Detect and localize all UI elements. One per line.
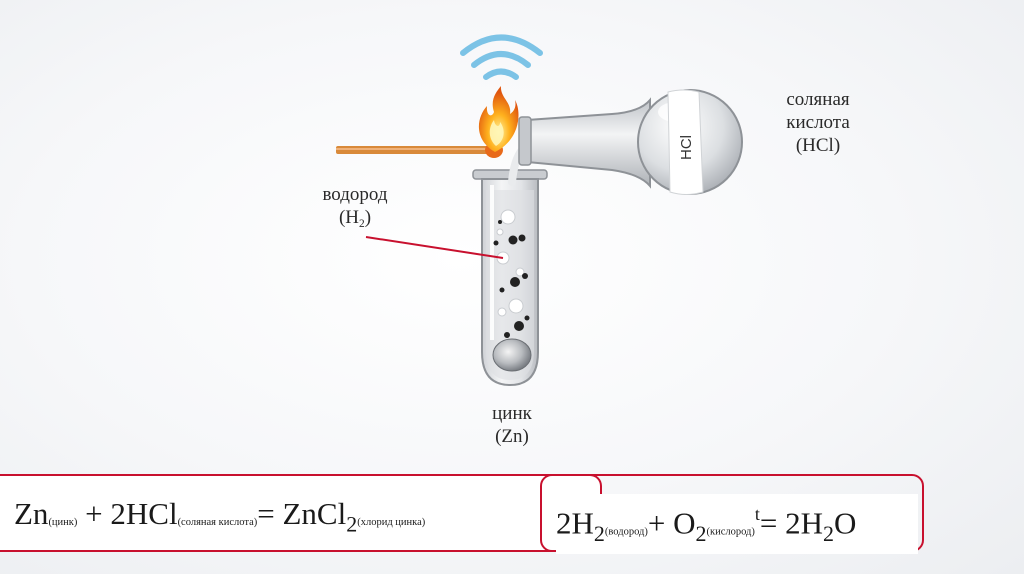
hydrogen-word: водород	[322, 184, 388, 205]
hydrogen-pointer	[365, 236, 504, 259]
hcl-label-line2: кислота	[786, 112, 850, 133]
hydrogen-formula: (H2)	[338, 207, 372, 230]
flask: HCl	[518, 89, 743, 195]
equation1-box	[0, 474, 602, 552]
hcl-label: соляная кислота (HCl)	[758, 88, 878, 157]
zinc-word: цинк	[492, 403, 532, 424]
flame-icon	[478, 86, 519, 152]
zinc-label: цинк (Zn)	[462, 402, 562, 448]
equation1: Zn(цинк) + 2HCl(соляная кислота)= ZnCl2(…	[14, 496, 426, 537]
hcl-label-line3: (HCl)	[795, 135, 841, 156]
flask-tag: HCl	[678, 135, 695, 160]
test-tube	[472, 169, 548, 387]
experiment-diagram: HCl	[336, 34, 743, 387]
signal-icon	[460, 34, 543, 80]
hydrogen-label: водород (H2)	[300, 183, 410, 236]
match-stick	[336, 142, 503, 158]
hcl-label-line1: соляная	[786, 89, 850, 110]
zinc-formula: (Zn)	[495, 426, 529, 447]
zinc-granule	[492, 338, 532, 372]
equation2: 2H2(водород)+ O2(кислород)t= 2H2O	[556, 494, 918, 555]
